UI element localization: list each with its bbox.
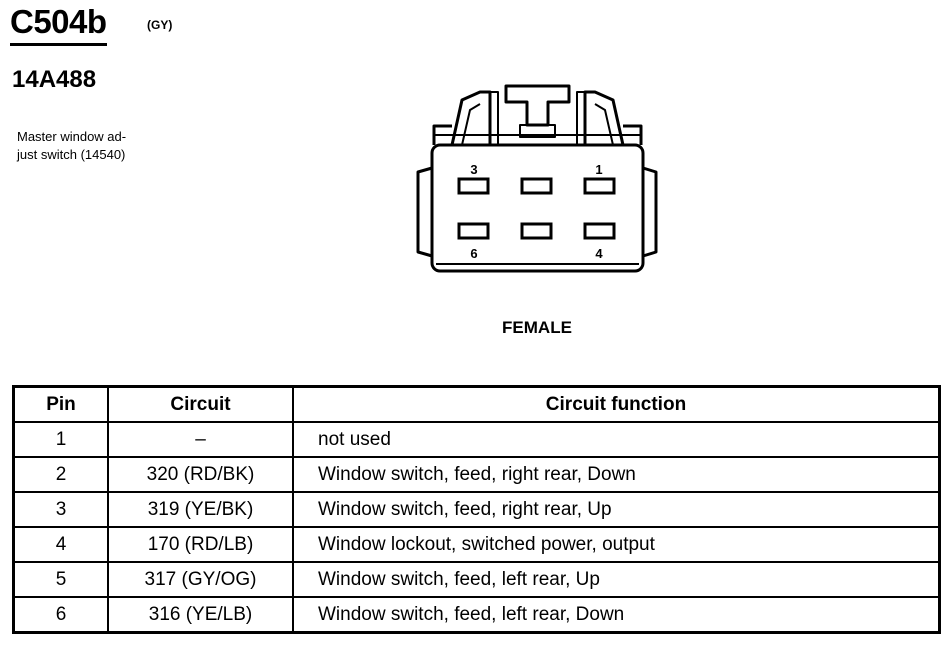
table-row: 5 317 (GY/OG) Window switch, feed, left …: [12, 561, 941, 598]
header-circuit-function: Circuit function: [292, 385, 941, 423]
cell-pin: 6: [12, 596, 109, 634]
pin-label-3: 3: [470, 162, 477, 177]
connector-id: C504b: [10, 4, 107, 46]
cell-pin: 5: [12, 561, 109, 598]
pin-cavity-5: [520, 222, 553, 240]
pin-table: Pin Circuit Circuit function 1 – not use…: [12, 385, 941, 634]
cell-pin: 1: [12, 421, 109, 458]
pin-label-4: 4: [595, 246, 603, 261]
connector-gender-label: FEMALE: [502, 318, 572, 337]
cell-pin: 2: [12, 456, 109, 493]
cell-circuit: 317 (GY/OG): [107, 561, 294, 598]
connector-body: [416, 84, 658, 273]
description-line-1: Master window ad-: [17, 129, 127, 144]
cell-function: Window switch, feed, right rear, Up: [292, 491, 941, 528]
pin-cavities: [457, 177, 616, 240]
pin-cavity-3: [457, 177, 490, 195]
cell-circuit: –: [107, 421, 294, 458]
cell-function: Window switch, feed, right rear, Down: [292, 456, 941, 493]
cell-pin: 3: [12, 491, 109, 528]
table-header-row: Pin Circuit Circuit function: [12, 385, 941, 423]
table-row: 1 – not used: [12, 421, 941, 458]
table-row: 6 316 (YE/LB) Window switch, feed, left …: [12, 596, 941, 634]
pin-cavity-1: [583, 177, 616, 195]
table-row: 2 320 (RD/BK) Window switch, feed, right…: [12, 456, 941, 493]
table-row: 4 170 (RD/LB) Window lockout, switched p…: [12, 526, 941, 563]
table-row: 3 319 (YE/BK) Window switch, feed, right…: [12, 491, 941, 528]
pin-cavity-6: [457, 222, 490, 240]
header-pin: Pin: [12, 385, 109, 423]
cell-function: Window switch, feed, left rear, Up: [292, 561, 941, 598]
pin-label-6: 6: [470, 246, 477, 261]
pin-label-1: 1: [595, 162, 602, 177]
description-line-2: just switch (14540): [17, 147, 126, 162]
part-number: 14A488: [12, 66, 97, 93]
cell-circuit: 319 (YE/BK): [107, 491, 294, 528]
cell-function: Window lockout, switched power, output: [292, 526, 941, 563]
cell-circuit: 316 (YE/LB): [107, 596, 294, 634]
pin-cavity-2: [520, 177, 553, 195]
cell-circuit: 320 (RD/BK): [107, 456, 294, 493]
cell-function: not used: [292, 421, 941, 458]
connector-color: (GY): [147, 18, 173, 32]
cell-circuit: 170 (RD/LB): [107, 526, 294, 563]
cell-pin: 4: [12, 526, 109, 563]
header-circuit: Circuit: [107, 385, 294, 423]
pin-cavity-4: [583, 222, 616, 240]
connector-description: Master window ad- just switch (14540): [17, 128, 187, 164]
cell-function: Window switch, feed, left rear, Down: [292, 596, 941, 634]
